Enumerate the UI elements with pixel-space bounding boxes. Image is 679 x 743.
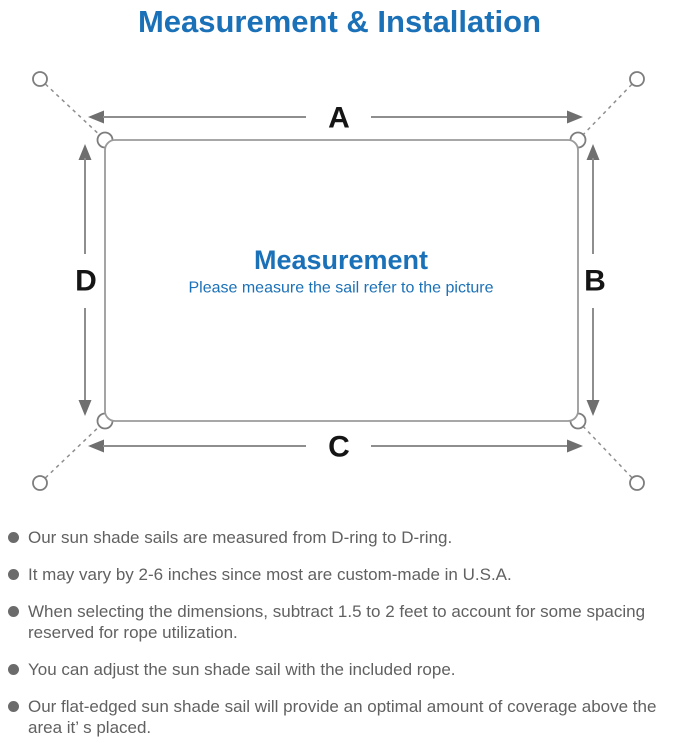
bullet-icon bbox=[8, 569, 19, 580]
note-text: It may vary by 2-6 inches since most are… bbox=[28, 565, 512, 584]
dimension-d: D bbox=[75, 144, 97, 416]
anchor-point-top-right-icon bbox=[629, 71, 645, 87]
note-text: When selecting the dimensions, subtract … bbox=[28, 602, 646, 642]
dimension-label-c: C bbox=[328, 431, 350, 464]
anchor-point-bottom-left-icon bbox=[32, 475, 48, 491]
bullet-icon bbox=[8, 532, 19, 543]
dimension-a: A bbox=[88, 102, 583, 135]
dimension-label-b: B bbox=[584, 265, 606, 298]
dimension-label-a: A bbox=[328, 102, 350, 135]
note-text: Our sun shade sails are measured from D-… bbox=[28, 528, 453, 547]
arrow-left-icon bbox=[88, 439, 104, 453]
dimension-c: C bbox=[88, 431, 583, 464]
arrow-up-icon bbox=[78, 144, 92, 160]
diagram-center-subtitle: Please measure the sail refer to the pic… bbox=[188, 280, 493, 297]
tie-line-top-left bbox=[39, 78, 106, 141]
bullet-icon bbox=[8, 664, 19, 675]
arrow-left-icon bbox=[88, 110, 104, 124]
anchor-tie-lines bbox=[39, 78, 638, 484]
notes-list: Our sun shade sails are measured from D-… bbox=[0, 527, 679, 738]
measurement-installation-infographic: Measurement & Installation bbox=[0, 4, 679, 738]
arrow-down-icon bbox=[586, 400, 600, 416]
diagram-center-title: Measurement bbox=[254, 245, 428, 275]
note-item: When selecting the dimensions, subtract … bbox=[8, 601, 675, 643]
bullet-icon bbox=[8, 701, 19, 712]
tie-line-top-right bbox=[577, 78, 638, 141]
arrow-right-icon bbox=[567, 110, 583, 124]
bullet-icon bbox=[8, 606, 19, 617]
note-item: You can adjust the sun shade sail with t… bbox=[8, 659, 675, 680]
arrow-up-icon bbox=[586, 144, 600, 160]
note-item: It may vary by 2-6 inches since most are… bbox=[8, 564, 675, 585]
page-title: Measurement & Installation bbox=[137, 4, 542, 39]
arrow-down-icon bbox=[78, 400, 92, 416]
note-text: Our flat-edged sun shade sail will provi… bbox=[28, 697, 657, 737]
dimension-label-d: D bbox=[75, 265, 97, 298]
tie-line-bottom-left bbox=[39, 420, 106, 484]
note-text: You can adjust the sun shade sail with t… bbox=[28, 660, 456, 679]
shade-sail-outline bbox=[104, 139, 579, 422]
anchor-points bbox=[32, 71, 645, 491]
note-item: Our sun shade sails are measured from D-… bbox=[8, 527, 675, 548]
anchor-point-bottom-right-icon bbox=[629, 475, 645, 491]
measurement-diagram: A C D B Measurement Please meas bbox=[32, 71, 645, 491]
arrow-right-icon bbox=[567, 439, 583, 453]
dimension-b: B bbox=[584, 144, 606, 416]
anchor-point-top-left-icon bbox=[32, 71, 48, 87]
note-item: Our flat-edged sun shade sail will provi… bbox=[8, 696, 675, 738]
tie-line-bottom-right bbox=[577, 420, 638, 484]
